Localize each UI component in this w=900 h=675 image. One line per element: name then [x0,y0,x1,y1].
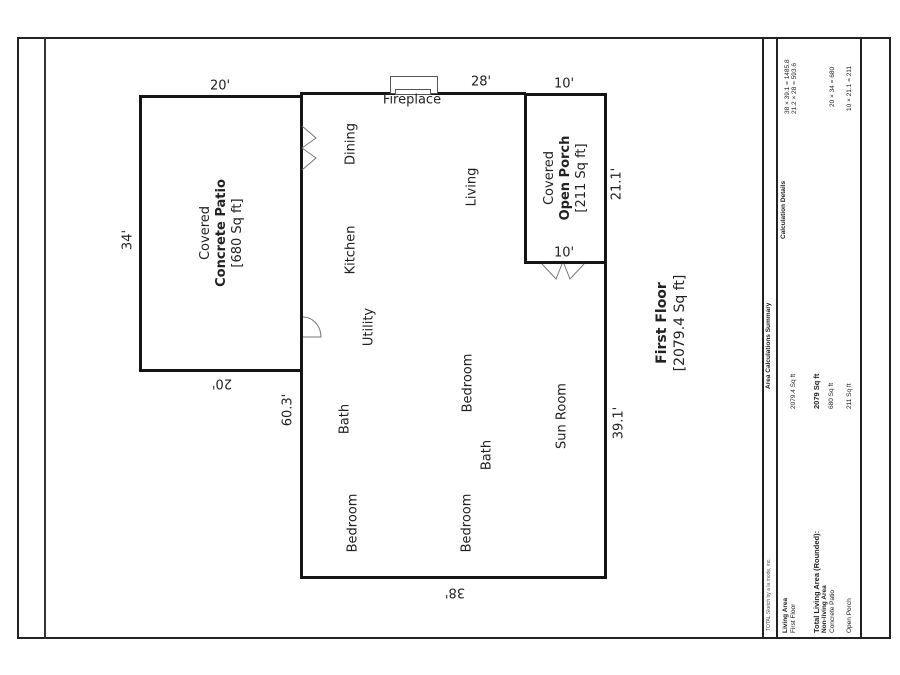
non-living-header: Non-living Area [821,585,828,633]
summary-blank-column [862,37,891,639]
patio-area: [680 Sq ft] [230,198,245,268]
total-living-value: 2079 Sq ft [812,373,821,409]
dim-porch-bottom: 10' [553,245,575,261]
room-fireplace: Fireplace [382,92,442,108]
first-floor-label: First Floor [790,603,797,633]
patio-wall-bottom [139,369,302,372]
porch-label: Covered Open Porch [211 Sq ft] [542,136,590,221]
porch-area: [211 Sq ft] [574,143,589,213]
house-wall-right [604,262,607,579]
room-dining: Dining [343,123,359,165]
house-wall-bottom [300,576,607,579]
total-living-label: Total Living Area (Rounded): [812,530,821,633]
dim-house-right: 39.1' [611,406,627,440]
room-living: Living [464,167,480,207]
porch-double-door-icon [541,263,585,280]
door-swing-icon [302,316,322,338]
room-bedroom-1: Bedroom [460,353,476,413]
margin-line [44,37,46,639]
porch-wall-top [524,93,607,96]
dim-patio-left: 34' [120,229,136,251]
patio-wall-left [139,95,142,372]
room-sun-room: Sun Room [554,383,570,449]
summary-header-rule [776,37,778,639]
area-summary-table: TOTAL Sketch by a la mode, inc. Area Cal… [762,37,862,639]
page-border [17,37,891,639]
first-floor-calc-2: 21.2 × 28 = 593.6 [791,63,798,114]
fireplace-hearth [395,89,431,95]
first-floor-calc-1: 38 × 39.1 = 1485.8 [784,59,791,114]
first-floor-area: 2079.4 Sq ft [790,373,797,409]
patio-label: Covered Concrete Patio [680 Sq ft] [198,179,246,287]
room-kitchen: Kitchen [343,225,359,275]
double-door-icon [301,125,317,171]
summary-title: Area Calculations Summary [765,302,772,389]
room-utility: Utility [361,307,377,347]
area-summary-panel: TOTAL Sketch by a la mode, inc. Area Cal… [762,37,862,639]
porch-row-area: 211 Sq ft [846,383,853,409]
porch-row-calc: 10 × 21.1 = 211 [846,65,853,111]
patio-row-calc: 20 × 34 = 680 [829,66,836,107]
porch-wall-left [524,93,527,264]
porch-wall-right [604,93,607,264]
room-bedroom-2: Bedroom [345,493,361,553]
floor-area: [2079.4 Sq ft] [672,274,688,372]
dim-house-top: 28' [470,74,492,90]
dim-patio-top: 20' [209,78,231,94]
dim-porch-right: 21.1' [609,167,625,201]
floor-name: First Floor [654,282,670,364]
house-wall-left [300,92,303,579]
porch-name: Open Porch [558,135,573,221]
patio-row-label: Concrete Patio [829,590,836,633]
dim-porch-top: 10' [553,76,575,92]
calc-header: Calculation Details [780,180,787,239]
patio-row-area: 680 Sq ft [828,382,835,409]
living-area-header: Living Area [782,597,789,633]
dim-house-left: 60.3' [280,393,296,427]
porch-wall-bottom [524,261,607,264]
room-bath-1: Bath [337,403,353,435]
dim-house-bottom: 38' [444,584,466,600]
patio-covered: Covered [198,205,213,261]
patio-wall-top [139,95,302,98]
dim-patio-bottom: 20' [211,375,233,391]
room-bath-2: Bath [479,439,495,471]
room-bedroom-3: Bedroom [459,493,475,553]
software-credit: TOTAL Sketch by a la mode, inc. [766,558,772,631]
floor-label: First Floor [2079.4 Sq ft] [653,275,689,372]
porch-covered: Covered [542,150,557,206]
porch-row-label: Open Porch [846,598,853,633]
patio-name: Concrete Patio [214,179,229,287]
